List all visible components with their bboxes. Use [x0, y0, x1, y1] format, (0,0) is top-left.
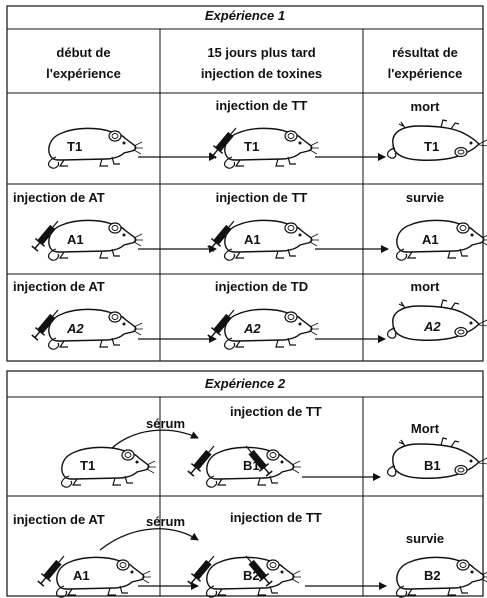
exp1-col1-header-line2: l'expérience [46, 66, 121, 81]
mouse-icon [223, 127, 320, 169]
exp1-row2-col2-mouse-label: A1 [244, 232, 261, 247]
exp2-row2-col2-mouse-label: B2 [243, 568, 260, 583]
exp1-row3-col1-text: injection de AT [13, 279, 105, 294]
exp2-row1-col3-mouse-label: B1 [424, 458, 441, 473]
mouse-icon [47, 127, 144, 169]
mouse-icon [60, 446, 157, 488]
exp1-col2-header-line1: 15 jours plus tard [207, 45, 316, 60]
exp2-row2-serum-label: sérum [146, 514, 186, 529]
exp1-row1-col2-mouse-label: T1 [244, 139, 260, 154]
exp1-row3-col3-text: mort [410, 279, 440, 294]
exp2-row1-col2-text: injection de TT [230, 404, 322, 419]
exp1-row1-col2-text: injection de TT [215, 98, 308, 113]
exp1-row2-col1-mouse-label: A1 [67, 232, 84, 247]
exp2-row2-col3-text: survie [405, 531, 445, 546]
mouse-icon [223, 308, 320, 350]
exp1-col1-header-line1: début de [56, 45, 111, 60]
exp2-row2-col3-mouse-label: B2 [424, 568, 441, 583]
exp1-row2-col3-text: survie [405, 190, 445, 205]
exp1-row3-col2-mouse-label: A2 [244, 321, 261, 336]
exp1-row2-col3-mouse-label: A1 [422, 232, 439, 247]
exp1-col2-header-line2: injection de toxines [200, 66, 323, 81]
exp2-row1-serum-label: sérum [146, 416, 186, 431]
exp1-row1-col3-text: mort [410, 99, 440, 114]
exp2-row1-col1-mouse-label: T1 [80, 458, 96, 473]
mouse-icon [47, 219, 144, 261]
exp2-row1-col3-text: Mort [410, 421, 440, 436]
exp2-row2-col2-text: injection de TT [230, 510, 322, 525]
mouse-icon [223, 219, 320, 261]
exp1-row1-col1-mouse-label: T1 [67, 139, 83, 154]
serum-arrow-icon [111, 429, 199, 449]
exp1-row3-col1-mouse-label: A2 [67, 321, 84, 336]
mouse-icon [395, 556, 487, 598]
exp1-row1-col3-mouse-label: T1 [424, 139, 440, 154]
exp1-row3-col2-text: injection de TD [214, 279, 309, 294]
mouse-icon [55, 556, 152, 598]
serum-arrow-icon [99, 528, 199, 551]
exp2-row2-col1-mouse-label: A1 [73, 568, 90, 583]
exp1-row3-col3-mouse-label: A2 [424, 319, 441, 334]
exp2-title: Expérience 2 [204, 376, 286, 391]
exp1-title: Expérience 1 [204, 8, 286, 23]
exp1-row2-col2-text: injection de TT [215, 190, 308, 205]
mouse-icon [395, 219, 487, 261]
exp1-row2-col1-text: injection de AT [13, 190, 105, 205]
exp2-row1-col2-mouse-label: B1 [243, 458, 260, 473]
exp1-col3-header-line1: résultat de [392, 45, 458, 60]
exp2-border [6, 370, 484, 597]
exp1-col3-header-line2: l'expérience [387, 66, 463, 81]
exp2-row2-col1-text: injection de AT [13, 512, 105, 527]
mouse-icon [47, 308, 144, 350]
